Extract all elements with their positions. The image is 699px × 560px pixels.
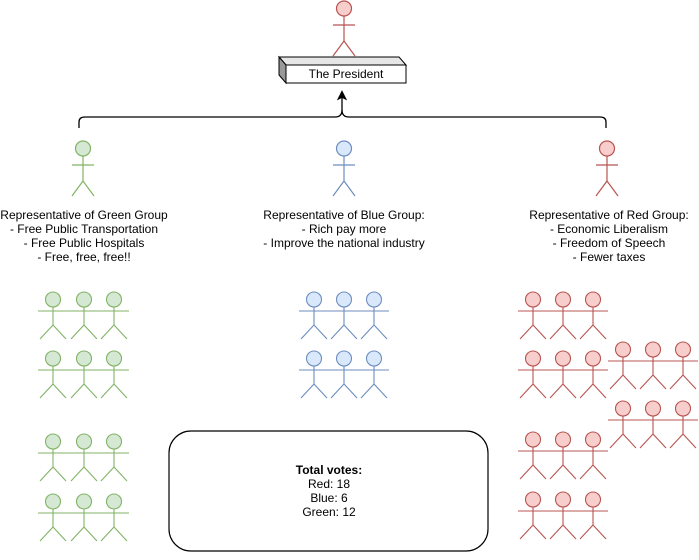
voter-figure <box>330 350 358 399</box>
voter-figure <box>639 400 667 449</box>
voter-figure <box>519 350 547 399</box>
blue-representative-figure <box>332 140 356 197</box>
red-rep-stick-figure <box>595 140 619 197</box>
red-representative-text: Representative of Red Group: - Economic … <box>529 208 688 264</box>
president-figure <box>332 0 356 57</box>
voter-figure <box>100 291 128 340</box>
green-voters <box>38 291 129 542</box>
voter-figure <box>669 341 697 390</box>
red-rep-title: Representative of Red Group: <box>529 208 688 222</box>
vote-totals-box: Total votes: Red: 18 Blue: 6 Green: 12 <box>168 430 489 552</box>
voter-trio <box>608 341 698 390</box>
voter-figure <box>549 350 577 399</box>
vote-totals-title: Total votes: <box>296 463 362 477</box>
green-representative-text: Representative of Green Group - Free Pub… <box>0 208 168 264</box>
voter-figure <box>100 493 128 542</box>
voter-figure <box>609 341 637 390</box>
green-rep-point: - Free Public Transportation <box>10 222 158 236</box>
voter-trio <box>299 291 389 340</box>
voter-trio <box>38 433 129 482</box>
voter-trio <box>518 491 608 540</box>
delegation-bracket <box>78 90 607 128</box>
voter-figure <box>609 400 637 449</box>
voter-figure <box>519 491 547 540</box>
blue-rep-stick-figure <box>332 140 356 197</box>
voter-figure <box>39 291 67 340</box>
voter-figure <box>579 350 607 399</box>
blue-rep-point: - Rich pay more <box>302 222 387 236</box>
president-label: The President <box>309 67 384 81</box>
voter-trio <box>518 291 608 340</box>
blue-rep-point: - Improve the national industry <box>263 236 424 250</box>
green-rep-title: Representative of Green Group <box>0 208 168 222</box>
voter-figure <box>70 291 98 340</box>
voter-figure <box>579 291 607 340</box>
voter-figure <box>70 350 98 399</box>
voter-trio <box>38 350 129 399</box>
voter-trio <box>518 350 608 399</box>
voter-figure <box>669 400 697 449</box>
voter-figure <box>300 291 328 340</box>
red-rep-point: - Freedom of Speech <box>553 236 666 250</box>
green-representative-figure <box>71 140 95 197</box>
red-voters <box>518 291 698 540</box>
voter-figure <box>579 491 607 540</box>
voter-figure <box>360 350 388 399</box>
voter-figure <box>519 431 547 480</box>
voter-trio <box>38 291 129 340</box>
voter-figure <box>360 291 388 340</box>
blue-representative-text: Representative of Blue Group: - Rich pay… <box>263 208 424 250</box>
voter-figure <box>549 291 577 340</box>
voter-trio <box>608 400 698 449</box>
voter-figure <box>70 433 98 482</box>
voter-figure <box>300 350 328 399</box>
red-rep-point: - Fewer taxes <box>573 250 646 264</box>
vote-total-blue: Blue: 6 <box>310 491 348 505</box>
voter-trio <box>518 431 608 480</box>
green-rep-point: - Free, free, free!! <box>37 250 130 264</box>
voter-figure <box>330 291 358 340</box>
president-box: The President <box>277 55 408 85</box>
president-stick-figure <box>332 0 356 57</box>
voter-figure <box>100 350 128 399</box>
voter-figure <box>70 493 98 542</box>
voter-figure <box>639 341 667 390</box>
voter-figure <box>549 431 577 480</box>
voter-trio <box>38 493 129 542</box>
voter-figure <box>39 350 67 399</box>
blue-voters <box>299 291 389 399</box>
voter-figure <box>519 291 547 340</box>
vote-total-red: Red: 18 <box>308 477 350 491</box>
blue-rep-title: Representative of Blue Group: <box>263 208 424 222</box>
vote-total-green: Green: 12 <box>302 505 356 519</box>
green-rep-point: - Free Public Hospitals <box>24 236 145 250</box>
voter-figure <box>549 491 577 540</box>
red-representative-figure <box>595 140 619 197</box>
voter-trio <box>299 350 389 399</box>
red-rep-point: - Economic Liberalism <box>550 222 668 236</box>
green-rep-stick-figure <box>71 140 95 197</box>
voter-figure <box>579 431 607 480</box>
voter-figure <box>39 433 67 482</box>
voter-figure <box>39 493 67 542</box>
voter-figure <box>100 433 128 482</box>
